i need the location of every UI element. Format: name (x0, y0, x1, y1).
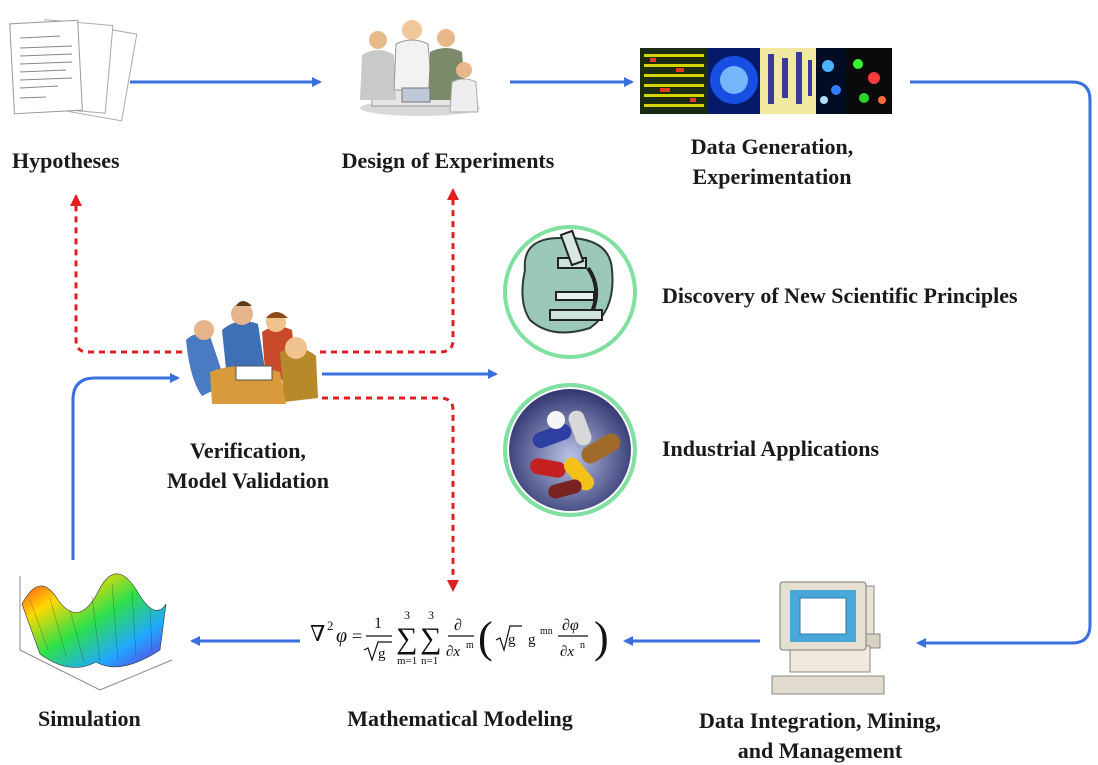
svg-text:∂: ∂ (454, 617, 462, 634)
arrow-simulation-to-verification (71, 373, 180, 560)
svg-text:3: 3 (428, 608, 434, 622)
svg-text:n: n (580, 640, 585, 651)
svg-text:∂x: ∂x (560, 644, 574, 660)
microscope-icon (503, 225, 637, 359)
discovery-label: Discovery of New Scientific Principles (662, 283, 1018, 308)
svg-text:3: 3 (404, 608, 410, 622)
svg-text:∇: ∇ (310, 621, 325, 646)
flow-arrows (71, 77, 1092, 648)
svg-text:2: 2 (327, 618, 334, 633)
group-discussion-icon (186, 301, 318, 404)
svg-text:φ: φ (336, 625, 347, 647)
svg-text:): ) (594, 613, 609, 662)
data-generation-label: Data Generation, Experimentation (652, 132, 892, 191)
svg-text:g: g (528, 632, 536, 648)
svg-text:g: g (508, 632, 516, 648)
math-equation: ∇ 2 φ = 1 g 3 ∑ m=1 3 ∑ n=1 ∂ ∂x m ( g g… (310, 608, 609, 667)
svg-text:mn: mn (540, 626, 553, 637)
svg-text:∂φ: ∂φ (562, 617, 579, 634)
3d-surface-plot-icon (19, 573, 173, 691)
documents-icon (9, 19, 138, 122)
computer-icon (771, 581, 885, 695)
pills-icon (503, 383, 637, 517)
team-meeting-icon (360, 20, 480, 116)
svg-text:n=1: n=1 (421, 655, 438, 667)
svg-text:m: m (466, 640, 474, 651)
data-generation-line-2: Experimentation (692, 163, 852, 189)
feedback-to-design (320, 188, 459, 354)
microarray-images-icon (640, 48, 892, 114)
verification-line-1: Verification, (190, 438, 306, 463)
svg-text:1: 1 (374, 615, 382, 632)
hypotheses-label: Hypotheses (12, 148, 120, 173)
arrow-datagen-to-integration (910, 80, 1092, 648)
svg-text:m=1: m=1 (397, 655, 417, 667)
svg-text:∑: ∑ (420, 622, 441, 655)
design-of-experiments-label: Design of Experiments (341, 148, 555, 173)
feedback-arrows (70, 188, 459, 592)
mathematical-modeling-label: Mathematical Modeling (347, 706, 573, 731)
verification-label: Verification, Model Validation (148, 436, 348, 495)
svg-text:∑: ∑ (396, 622, 417, 655)
svg-text:g: g (378, 646, 386, 662)
svg-text:=: = (352, 626, 362, 646)
data-integration-line-2: and Management (737, 737, 903, 763)
svg-text:(: ( (478, 613, 493, 662)
svg-text:∂x: ∂x (446, 644, 460, 660)
data-integration-label: Data Integration, Mining, and Management (670, 706, 970, 765)
feedback-to-hypotheses (70, 194, 182, 354)
simulation-label: Simulation (38, 706, 141, 731)
data-integration-line-1: Data Integration, Mining, (699, 708, 941, 733)
data-generation-line-1: Data Generation, (690, 134, 854, 159)
industrial-applications-label: Industrial Applications (662, 436, 880, 461)
verification-line-2: Model Validation (167, 467, 329, 493)
